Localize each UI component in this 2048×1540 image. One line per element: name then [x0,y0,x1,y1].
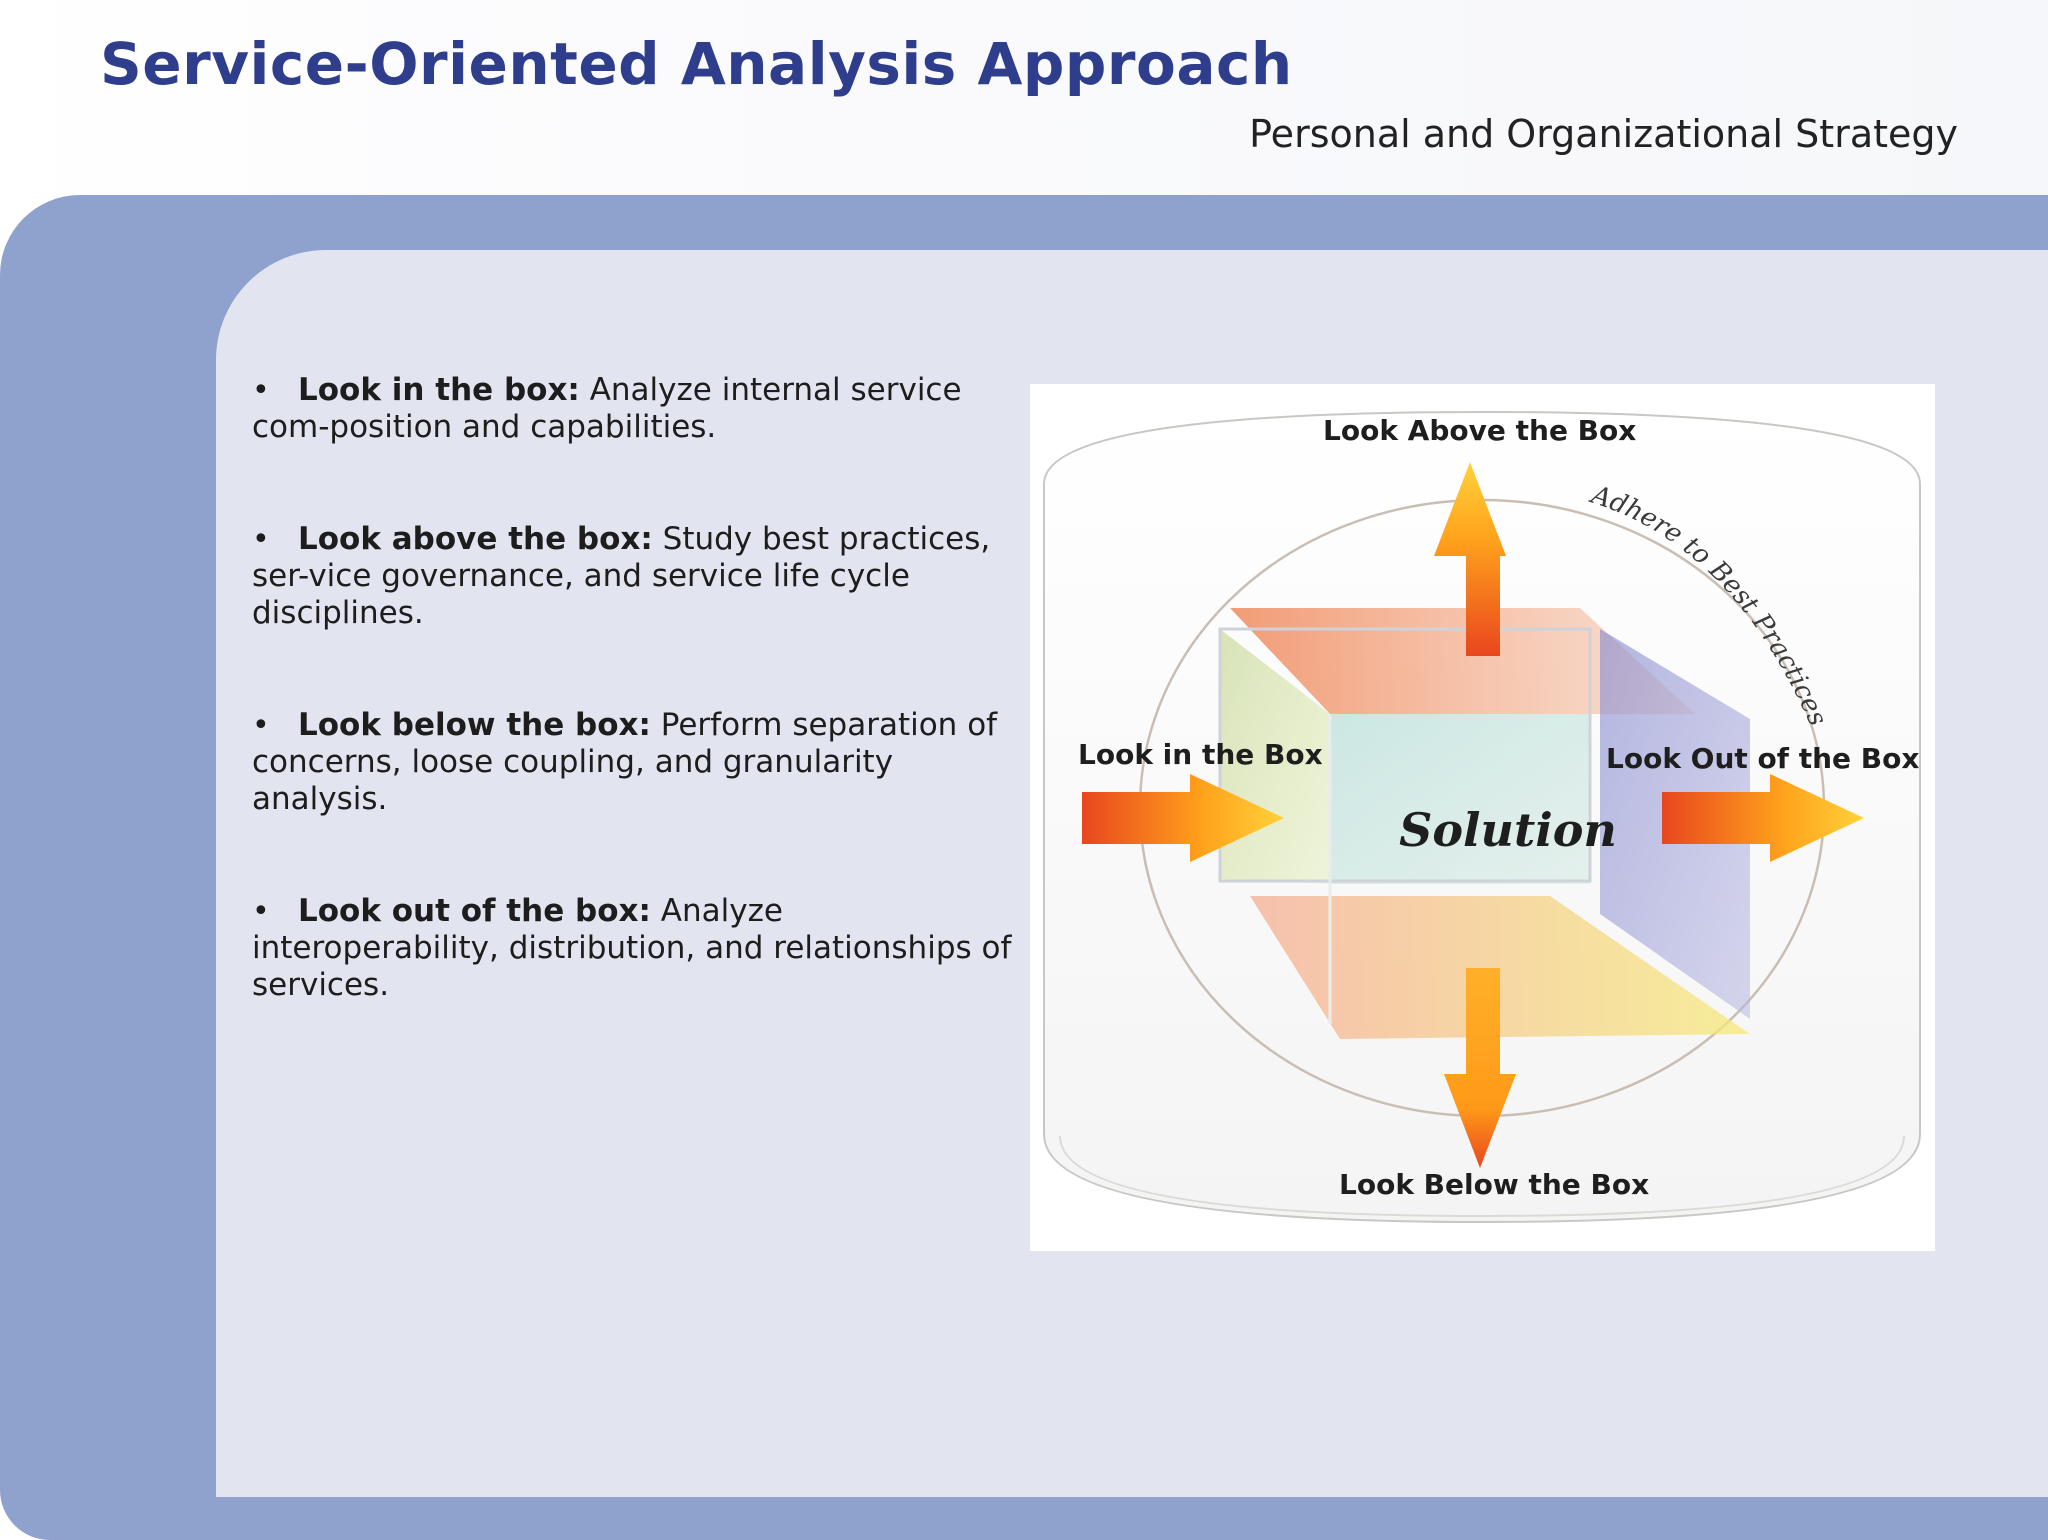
bullet-item: Look in the box: Analyze internal servic… [252,372,1012,446]
label-below: Look Below the Box [1339,1168,1649,1201]
bullet-list: Look in the box: Analyze internal servic… [252,372,1012,1079]
bullet-term: Look above the box: [298,521,653,557]
solution-label: Solution [1399,803,1617,857]
bullet-term: Look out of the box: [298,893,651,929]
diagram-graphic: Adhere to Best Practices Solution [1030,384,1935,1251]
solution-diagram: Adhere to Best Practices Solution Look A… [1030,384,1935,1251]
label-in: Look in the Box [1078,738,1323,771]
bullet-item: Look above the box: Study best practices… [252,521,1012,632]
label-out: Look Out of the Box [1606,742,1919,775]
bullet-item: Look below the box: Perform separation o… [252,707,1012,818]
bullet-term: Look in the box: [298,372,580,408]
bullet-item: Look out of the box: Analyze interoperab… [252,893,1012,1004]
page-title: Service-Oriented Analysis Approach [100,30,1293,98]
page-subtitle: Personal and Organizational Strategy [1249,112,1958,156]
bullet-term: Look below the box: [298,707,651,743]
label-above: Look Above the Box [1323,414,1636,447]
